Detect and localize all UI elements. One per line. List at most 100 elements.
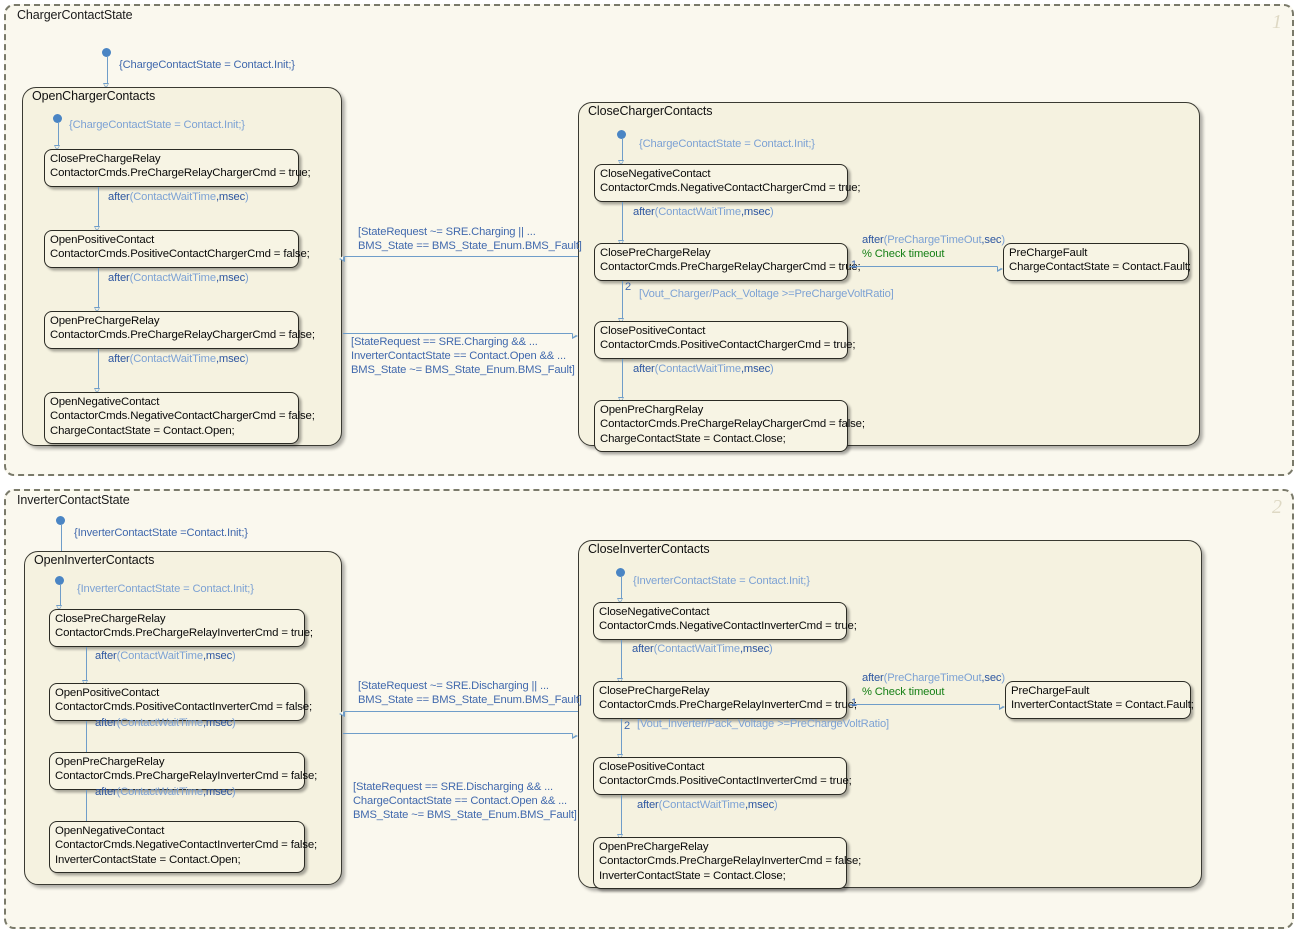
state-open-precharge-relay[interactable]: OpenPreChargRelay ContactorCmds.PreCharg…: [594, 400, 865, 452]
default-transition-junction: [56, 516, 65, 525]
inner-default-line: [59, 584, 61, 606]
cross-right-line-1: [StateRequest == SRE.Charging && ...: [351, 336, 538, 348]
state-close-positive-contact[interactable]: ClosePositiveContact ContactorCmds.Posit…: [594, 321, 856, 359]
after-arg: PreChargeTimeOut: [887, 234, 982, 246]
state-action: ContactorCmds.PreChargeRelayChargerCmd =…: [600, 418, 865, 431]
inner-default-line: [621, 138, 623, 161]
after-arg: ContactWaitTime: [658, 206, 741, 218]
state-action: ContactorCmds.PositiveContactChargerCmd …: [50, 248, 310, 261]
superstate-close-inverter-contacts[interactable]: CloseInverterContacts {InverterContactSt…: [578, 540, 1202, 889]
state-open-precharge-relay[interactable]: OpenPreChargeRelay ContactorCmds.PreChar…: [593, 837, 861, 889]
state-name: CloseNegativeContact: [600, 168, 711, 180]
inner-default-label: {InverterContactState = Contact.Init;}: [77, 583, 254, 595]
state-name: ClosePositiveContact: [599, 761, 705, 773]
state-precharge-fault[interactable]: PreChargeFault ChargeContactState = Cont…: [1003, 243, 1191, 281]
cross-transition-left-label: [StateRequest ~= SRE.Charging || ... BMS…: [358, 225, 582, 253]
after-unit: msec: [218, 272, 246, 284]
transition-label-2: after(ContactWaitTime,msec): [95, 717, 236, 729]
after-keyword: after: [95, 650, 117, 662]
after-unit: sec: [984, 672, 1002, 684]
state-close-negative-contact[interactable]: CloseNegativeContact ContactorCmds.Negat…: [594, 164, 861, 202]
cross-left-line-1: [StateRequest ~= SRE.Charging || ...: [358, 226, 536, 238]
state-action: ChargeContactState = Contact.Fault;: [1009, 261, 1191, 274]
fault-transition-label: after(PreChargeTimeOut,sec) % Check time…: [862, 234, 1005, 260]
default-transition-label: {ChargeContactState = Contact.Init;}: [119, 59, 295, 71]
state-name: OpenNegativeContact: [55, 825, 165, 837]
state-name: OpenPositiveContact: [55, 687, 160, 699]
after-arg: ContactWaitTime: [658, 363, 741, 375]
state-close-negative-contact[interactable]: CloseNegativeContact ContactorCmds.Negat…: [593, 602, 857, 640]
inner-default-arrowhead: [56, 605, 62, 611]
cross-transition-right-arrowhead: [572, 732, 578, 739]
precharge-transition-order: 2: [625, 281, 632, 293]
cross-right-line-3: BMS_State ~= BMS_State_Enum.BMS_Fault]: [351, 364, 575, 376]
superstate-close-charger-contacts[interactable]: CloseChargerContacts {ChargeContactState…: [578, 102, 1200, 452]
after-unit: msec: [205, 717, 233, 729]
state-open-positive-contact[interactable]: OpenPositiveContact ContactorCmds.Positi…: [49, 683, 312, 721]
after-arg: ContactWaitTime: [120, 786, 203, 798]
state-open-precharge-relay[interactable]: OpenPreChargeRelay ContactorCmds.PreChar…: [44, 311, 315, 349]
state-action: InverterContactState = Contact.Fault;: [1011, 699, 1194, 712]
fault-transition-comment: % Check timeout: [862, 686, 945, 698]
default-transition-line: [60, 524, 62, 552]
after-arg: ContactWaitTime: [657, 643, 740, 655]
after-keyword: after: [95, 786, 117, 798]
cross-transition-right-label: [StateRequest == SRE.Charging && ... Inv…: [351, 335, 575, 377]
state-name: OpenPreChargeRelay: [599, 841, 709, 853]
inner-default-junction: [53, 114, 62, 123]
state-close-precharge-relay[interactable]: ClosePreChargeRelay ContactorCmds.PreCha…: [44, 149, 311, 187]
state-close-precharge-relay[interactable]: ClosePreChargeRelay ContactorCmds.PreCha…: [594, 243, 861, 281]
fault-transition-arrowhead: [997, 265, 1003, 272]
after-keyword: after: [632, 643, 654, 655]
transition-label-c: after(ContactWaitTime,msec): [633, 363, 774, 375]
state-close-positive-contact[interactable]: ClosePositiveContact ContactorCmds.Posit…: [593, 757, 852, 795]
state-close-precharge-relay[interactable]: ClosePreChargeRelay ContactorCmds.PreCha…: [593, 681, 857, 719]
state-name: ClosePreChargeRelay: [599, 685, 710, 697]
state-action: ContactorCmds.PreChargeRelayInverterCmd …: [55, 770, 318, 783]
state-precharge-fault[interactable]: PreChargeFault InverterContactState = Co…: [1005, 681, 1194, 719]
chart-panel-inverter-contact-state[interactable]: InverterContactState 2 {InverterContactS…: [4, 489, 1294, 929]
inner-default-label: {ChargeContactState = Contact.Init;}: [69, 119, 245, 131]
after-unit: msec: [205, 650, 233, 662]
fault-transition-line: [849, 703, 999, 705]
after-keyword: after: [95, 717, 117, 729]
chart-panel-charger-contact-state[interactable]: ChargerContactState 1 {ChargeContactStat…: [4, 4, 1294, 476]
after-keyword: after: [108, 353, 130, 365]
after-arg: ContactWaitTime: [120, 650, 203, 662]
state-name: OpenPreChargeRelay: [55, 756, 165, 768]
transition-label-1: after(ContactWaitTime,msec): [108, 191, 249, 203]
transition-label-a: after(ContactWaitTime,msec): [632, 643, 773, 655]
transition-label-3: after(ContactWaitTime,msec): [95, 786, 236, 798]
state-action: ContactorCmds.PreChargeRelayInverterCmd …: [55, 627, 313, 640]
state-action: ContactorCmds.PreChargeRelayChargerCmd =…: [50, 167, 311, 180]
state-name: PreChargeFault: [1009, 247, 1088, 259]
state-open-negative-contact[interactable]: OpenNegativeContact ContactorCmds.Negati…: [44, 392, 315, 444]
cross-transition-left-arrowhead: [339, 710, 345, 717]
inner-default-junction: [616, 568, 625, 577]
panel-index-watermark: 1: [1272, 11, 1282, 33]
transition-line-1: [97, 187, 99, 227]
transition-line-1: [85, 647, 87, 681]
cross-right-line-1: [StateRequest == SRE.Discharging && ...: [353, 781, 553, 793]
state-action: InverterContactState = Contact.Close;: [599, 869, 786, 882]
state-name: PreChargeFault: [1011, 685, 1090, 697]
superstate-label: OpenInverterContacts: [34, 553, 155, 567]
superstate-open-inverter-contacts[interactable]: OpenInverterContacts {InverterContactSta…: [24, 551, 342, 885]
state-open-positive-contact[interactable]: OpenPositiveContact ContactorCmds.Positi…: [44, 230, 310, 268]
state-action: ContactorCmds.NegativeContactChargerCmd …: [600, 182, 861, 195]
superstate-label: CloseChargerContacts: [588, 104, 713, 118]
after-arg: ContactWaitTime: [662, 799, 745, 811]
after-keyword: after: [862, 234, 884, 246]
inner-default-arrowhead: [618, 160, 624, 166]
state-open-negative-contact[interactable]: OpenNegativeContact ContactorCmds.Negati…: [49, 821, 317, 873]
state-name: ClosePreChargeRelay: [600, 247, 711, 259]
after-arg: ContactWaitTime: [133, 272, 216, 284]
cross-right-line-2: InverterContactState == Contact.Open && …: [351, 350, 566, 362]
after-unit: msec: [743, 363, 771, 375]
transition-line-a: [620, 640, 622, 679]
state-close-precharge-relay[interactable]: ClosePreChargeRelay ContactorCmds.PreCha…: [49, 609, 313, 647]
superstate-open-charger-contacts[interactable]: OpenChargerContacts {ChargeContactState …: [22, 87, 342, 446]
state-open-precharge-relay[interactable]: OpenPreChargeRelay ContactorCmds.PreChar…: [49, 752, 318, 790]
superstate-label: OpenChargerContacts: [32, 89, 156, 103]
